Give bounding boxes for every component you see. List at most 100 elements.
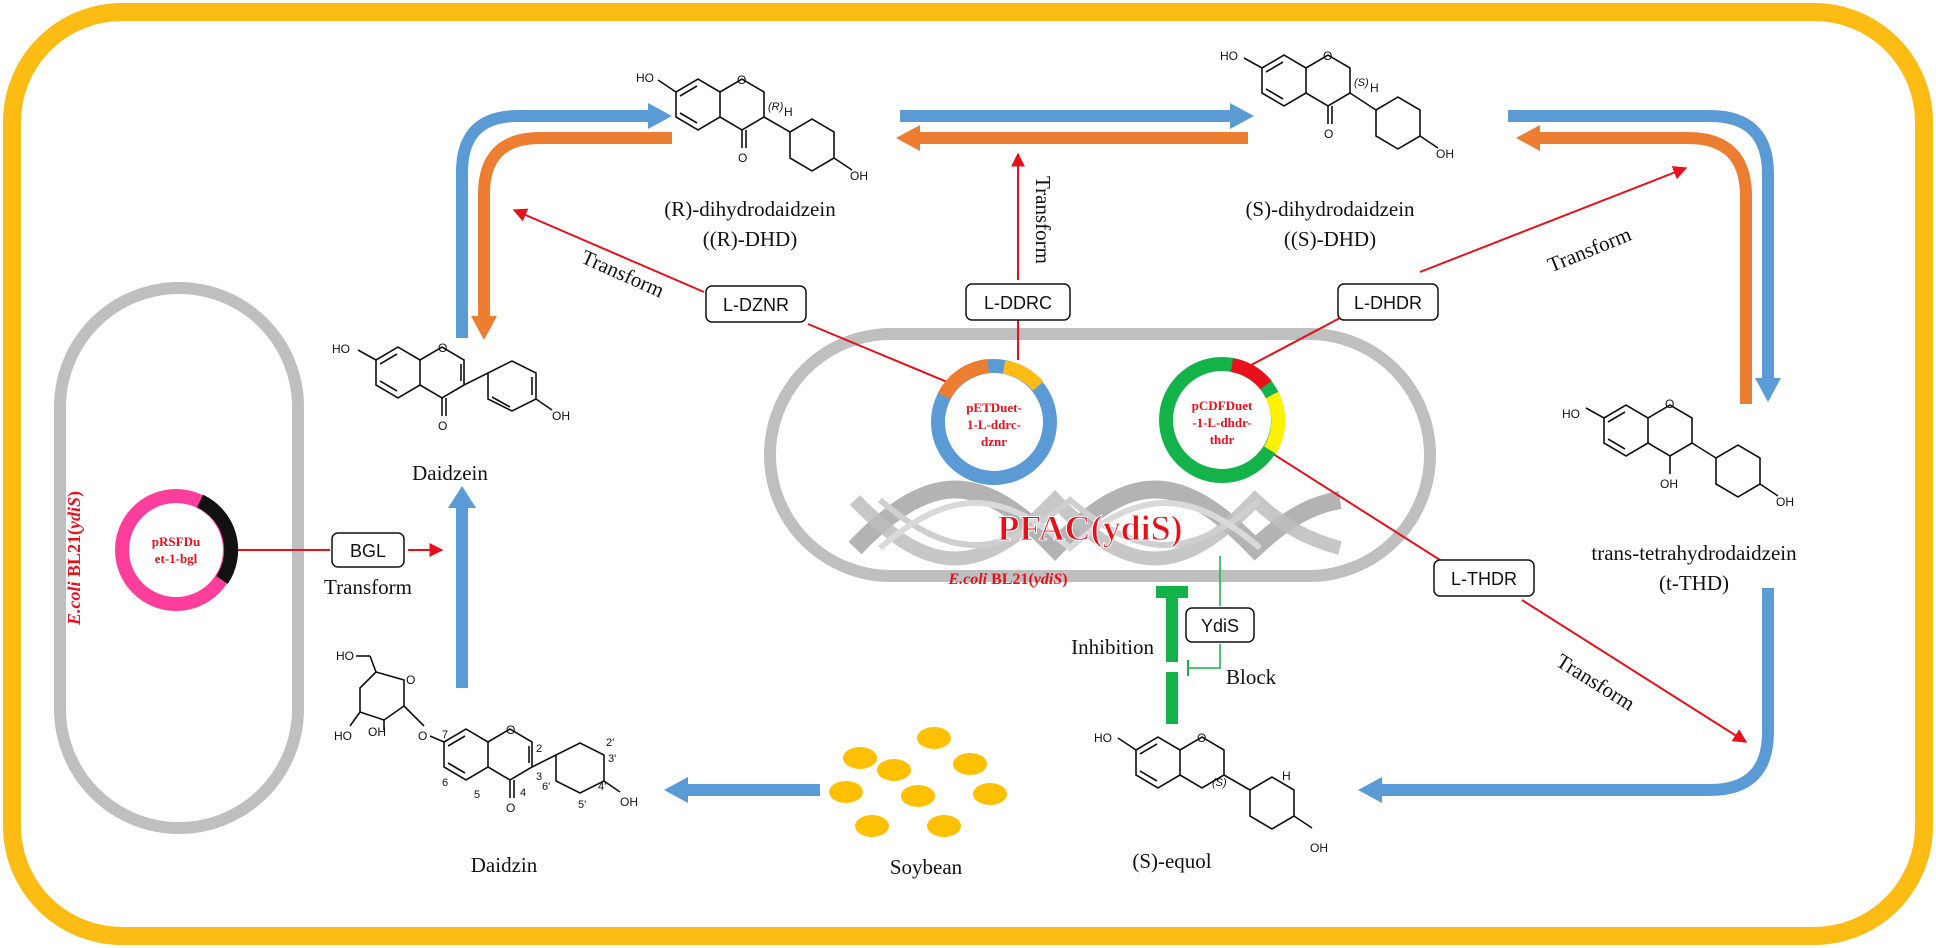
s-dhd-label: (S)-dihydrodaidzein <box>1245 197 1415 221</box>
svg-text:OH: OH <box>552 409 570 423</box>
s-equol-label: (S)-equol <box>1132 849 1211 873</box>
flow-sdhd-to-rdhd-head <box>896 125 920 151</box>
svg-text:pCDFDuet: pCDFDuet <box>1192 398 1253 413</box>
dhdr-transform-label: Transform <box>1544 222 1634 277</box>
svg-text:(S): (S) <box>1212 777 1227 789</box>
s-dhd-abbr: ((S)-DHD) <box>1284 227 1376 251</box>
flow-tthd-to-sdhd-head <box>1516 125 1540 151</box>
soybean-label: Soybean <box>890 855 963 879</box>
svg-text:5: 5 <box>474 789 480 801</box>
flow-soybean-to-daidzin-head <box>664 777 688 803</box>
t-thd-abbr: (t-THD) <box>1659 571 1729 595</box>
svg-text:OH: OH <box>850 169 868 183</box>
svg-text:HO: HO <box>636 71 654 85</box>
plasmid-dznr: pETDuet- 1-L-ddrc- dznr <box>931 359 1057 485</box>
svg-text:H: H <box>784 105 793 119</box>
outer-cell-border <box>3 3 1933 945</box>
daidzein-structure: O O HO OH <box>332 341 570 433</box>
svg-text:OH: OH <box>1310 841 1328 855</box>
daidzin-label: Daidzin <box>471 853 538 877</box>
dznr-label: L-DZNR <box>723 295 789 315</box>
flow-tthd-to-sequol <box>1380 588 1774 796</box>
svg-text:O: O <box>418 729 427 743</box>
flow-tthd-to-sequol-head <box>1358 777 1382 803</box>
left-strain-label: E.coli BL21(ydiS) <box>64 491 85 626</box>
r-dhd-abbr: ((R)-DHD) <box>703 227 797 251</box>
dhdr-label: L-DHDR <box>1354 293 1422 313</box>
svg-text:HO: HO <box>1094 731 1112 745</box>
t-thd-structure: O OH HO OH <box>1562 397 1794 509</box>
svg-text:4': 4' <box>598 781 606 793</box>
dhdr-box <box>1337 283 1439 321</box>
flow-sdhd-to-tthd <box>1508 110 1774 380</box>
r-dhd-structure: O O HO OH H (R) <box>636 71 868 183</box>
svg-text:OH: OH <box>1660 477 1678 491</box>
svg-text:O: O <box>506 723 515 737</box>
inhibition-label: Inhibition <box>1071 635 1154 659</box>
svg-text:O: O <box>1665 397 1674 411</box>
svg-text:4: 4 <box>520 787 526 799</box>
bgl-transform-label: Transform <box>324 575 412 599</box>
inhibition-gap <box>1162 662 1182 672</box>
s-equol-structure: O HO OH H (S) <box>1094 731 1328 855</box>
flow-rdhd-to-daidzein-head <box>471 316 497 340</box>
svg-text:3: 3 <box>536 771 542 783</box>
dznr-plasmid-line <box>807 323 953 385</box>
flow-sdhd-to-tthd-head <box>1755 378 1781 402</box>
genome-label: PFAC(ydiS) <box>997 508 1182 548</box>
center-ecoli-cell <box>764 328 1436 582</box>
svg-text:HO: HO <box>332 342 350 356</box>
svg-text:thdr: thdr <box>1210 432 1235 447</box>
flow-daidzin-to-daidzein-head <box>448 486 476 508</box>
dznr-transform-label: Transform <box>578 245 668 303</box>
daidzin-structure: HO OH HO O O O O OH 2 3 4 5 6 7 2' 3' 4'… <box>334 649 638 815</box>
svg-text:pETDuet-: pETDuet- <box>966 400 1022 415</box>
svg-text:O: O <box>438 341 447 355</box>
ddrc-transform-label: Transform <box>1031 176 1055 264</box>
svg-text:O: O <box>438 419 447 433</box>
svg-text:O: O <box>738 151 747 165</box>
flow-rdhd-to-sdhd-head <box>1230 103 1254 129</box>
svg-text:H: H <box>1370 81 1379 95</box>
r-dhd-label: (R)-dihydrodaidzein <box>664 197 836 221</box>
svg-text:-1-L-dhdr-: -1-L-dhdr- <box>1192 415 1251 430</box>
thdr-transform-arrow <box>1521 599 1748 743</box>
svg-text:7: 7 <box>442 729 448 741</box>
left-ecoli-cell <box>54 282 304 834</box>
ydis-box <box>1185 607 1255 643</box>
dznr-transform-arrow <box>512 208 705 293</box>
flow-tthd-to-sdhd <box>1538 132 1752 404</box>
plasmid-dhdr: pCDFDuet -1-L-dhdr- thdr <box>1159 357 1286 483</box>
center-strain-label: E.coli BL21(ydiS) <box>947 571 1067 588</box>
svg-text:(R): (R) <box>768 101 784 113</box>
s-dhd-structure: O O HO OH H (S) <box>1220 49 1454 161</box>
dhdr-plasmid-line <box>1237 317 1341 373</box>
svg-text:HO: HO <box>1562 407 1580 421</box>
svg-text:6: 6 <box>442 777 448 789</box>
soybean-cluster <box>829 727 1007 837</box>
thdr-plasmid-line <box>1269 451 1441 561</box>
svg-text:pRSFDu: pRSFDu <box>152 534 200 549</box>
svg-text:OH: OH <box>1776 495 1794 509</box>
svg-text:et-1-bgl: et-1-bgl <box>155 551 198 566</box>
block-line <box>1188 644 1221 669</box>
svg-text:OH: OH <box>620 795 638 809</box>
svg-text:O: O <box>1324 127 1333 141</box>
svg-text:2': 2' <box>606 737 614 749</box>
bgl-box <box>331 532 405 568</box>
svg-text:H: H <box>1282 769 1291 783</box>
svg-text:HO: HO <box>336 649 354 663</box>
svg-text:1-L-ddrc-: 1-L-ddrc- <box>967 417 1021 432</box>
svg-text:O: O <box>737 73 746 87</box>
svg-text:HO: HO <box>1220 49 1238 63</box>
svg-text:dznr: dznr <box>981 434 1007 449</box>
svg-text:6': 6' <box>542 781 550 793</box>
daidzein-label: Daidzein <box>412 461 488 485</box>
bgl-label: BGL <box>350 541 386 561</box>
svg-text:3': 3' <box>608 753 616 765</box>
flow-rdhd-to-daidzein <box>478 132 672 318</box>
ydis-label: YdiS <box>1201 616 1239 636</box>
svg-text:OH: OH <box>368 725 386 739</box>
block-label: Block <box>1226 665 1277 689</box>
